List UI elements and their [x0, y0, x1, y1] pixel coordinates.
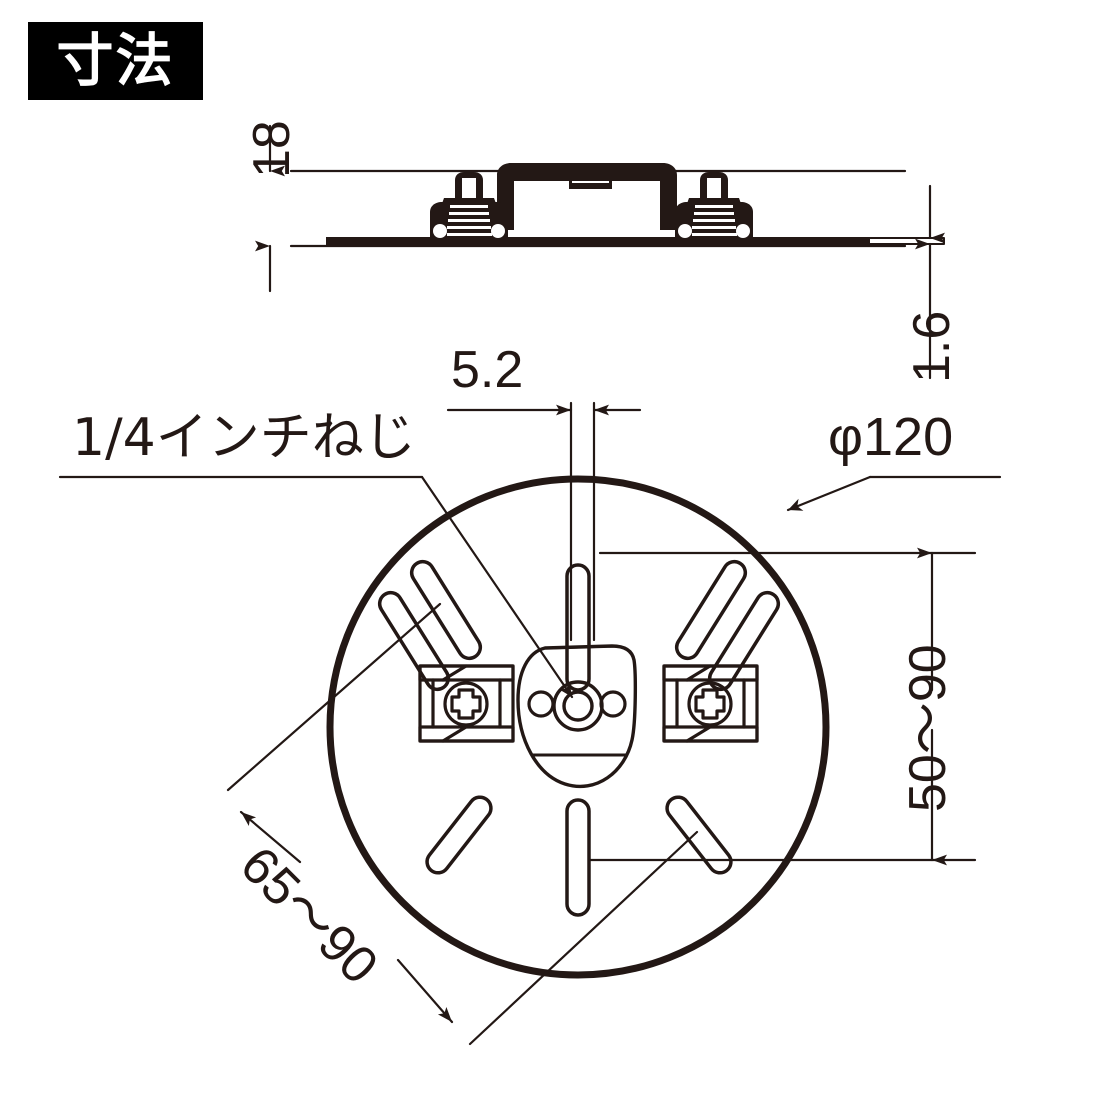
dimension-label-50-90: 50〜90: [899, 644, 957, 812]
slot-upper-left-a: [409, 559, 483, 661]
center-screw-hole-outer: [552, 680, 604, 732]
title-badge: 寸法: [28, 22, 203, 100]
slot-upper-right-a: [674, 559, 748, 661]
top-plan-view: [326, 475, 830, 979]
dimension-65-90-ext-lower: [468, 830, 699, 1046]
center-mount-plate: [516, 644, 638, 789]
side-handle-notch-slit: [572, 181, 609, 183]
slot-lower-right: [665, 795, 733, 875]
dimension-65-90-arrow-upper: [239, 810, 302, 864]
dimension-label-18: 18: [243, 120, 301, 178]
dimension-65-90: [226, 602, 699, 1046]
dimension-65-90-ext-upper: [226, 602, 442, 792]
plate-outer-circle: [326, 475, 830, 979]
side-handle-bracket: [497, 163, 677, 230]
side-screw-mount-left: [430, 172, 508, 244]
dimension-5-2: [446, 401, 642, 642]
center-screw-hole-inner: [562, 690, 594, 722]
slot-upper-left-b: [377, 590, 451, 692]
side-plate-body: [326, 237, 870, 245]
dimension-65-90-arrow-lower: [396, 958, 454, 1024]
dimension-label-5-2: 5.2: [451, 341, 524, 399]
dimension-label-diameter-120: φ120: [828, 407, 954, 467]
side-screw-mount-right: [675, 172, 753, 244]
leader-quarter-inch-screw: [58, 475, 574, 699]
screw-clamp-right: [662, 664, 759, 743]
slot-top-center: [565, 563, 591, 692]
leader-diameter-120: [786, 475, 1002, 512]
dimension-label-1-6: 1.6: [903, 310, 961, 383]
slot-lower-left: [425, 795, 493, 875]
callout-label-quarter-inch-screw: 1/4インチねじ: [72, 408, 416, 468]
screw-clamp-left: [418, 664, 515, 743]
title-badge-label: 寸法: [56, 27, 175, 94]
side-elevation-view: [289, 163, 945, 248]
side-plate-thin-edge: [865, 237, 945, 245]
dimension-50-90: [588, 547, 977, 866]
side-handle-notch: [569, 178, 612, 189]
slot-bottom-center: [565, 798, 591, 917]
slot-upper-right-b: [707, 590, 781, 692]
